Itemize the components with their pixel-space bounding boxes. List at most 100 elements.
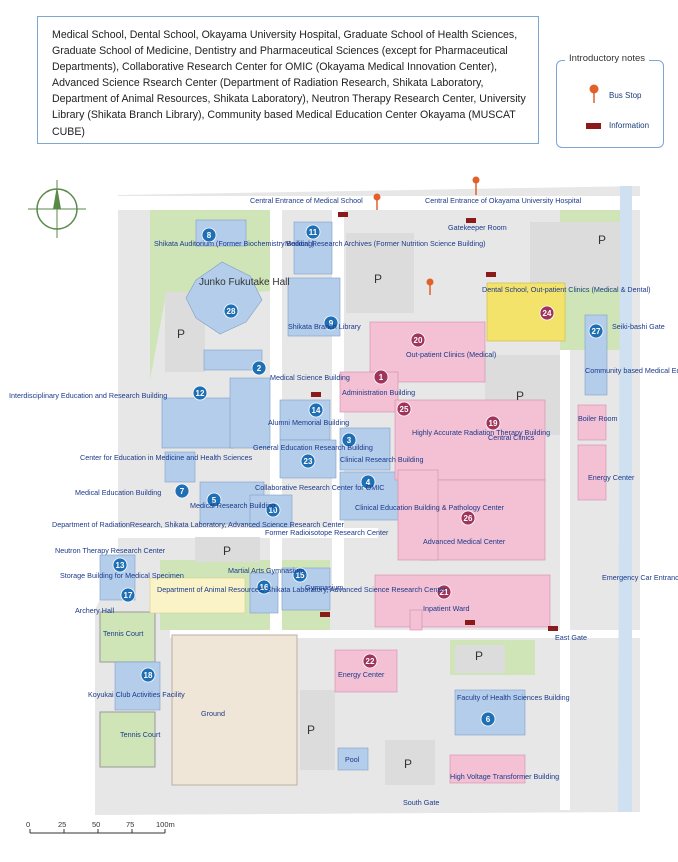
- scale-bar: 0 25 50 75 100m: [26, 820, 175, 834]
- building-12: [161, 397, 235, 449]
- marker-number: 10: [269, 506, 278, 515]
- label-medical-research: Medical Research Building: [190, 501, 275, 510]
- label-alumni: Alumni Memorial Building: [268, 418, 349, 427]
- legend-title: Introductory notes: [565, 53, 650, 64]
- scale-tick: 0: [26, 820, 30, 829]
- marker-13: 13: [112, 557, 128, 573]
- marker-2: 2: [251, 360, 267, 376]
- marker-10: 10: [265, 502, 281, 518]
- label-health-sciences: Faculty of Health Sciences Building: [457, 693, 570, 702]
- tennis-court: [99, 611, 156, 663]
- label-medical-science: Medical Science Building: [270, 373, 350, 382]
- scale-tick: 100m: [156, 820, 175, 829]
- building-18: [114, 661, 161, 711]
- information-icon: [311, 392, 321, 397]
- marker-12: 12: [192, 385, 208, 401]
- marker-23: 23: [300, 453, 316, 469]
- building-16: [249, 572, 279, 614]
- label-ground: Ground: [201, 709, 225, 718]
- information-icon: [486, 272, 496, 277]
- label-medical-education: Medical Education Building: [75, 488, 161, 497]
- marker-number: 12: [196, 389, 205, 398]
- parking-label: P: [374, 272, 382, 286]
- label-east-gate: East Gate: [555, 633, 587, 642]
- parking-lot: [346, 233, 414, 313]
- legend-information: Information: [609, 121, 650, 130]
- marker-number: 26: [464, 514, 473, 523]
- marker-number: 1: [379, 373, 384, 382]
- marker-4: 4: [360, 474, 376, 490]
- marker-number: 3: [347, 436, 352, 445]
- marker-number: 15: [296, 571, 305, 580]
- marker-16: 16: [256, 579, 272, 595]
- parking-label: P: [177, 327, 185, 341]
- label-gymnasium: Gymnasium: [305, 583, 343, 592]
- label-pool: Pool: [345, 755, 360, 764]
- building-26: [419, 479, 546, 561]
- marker-number: 22: [366, 657, 375, 666]
- marker-number: 4: [366, 478, 371, 487]
- marker-25: 25: [396, 401, 412, 417]
- parking-lot: [455, 645, 505, 673]
- marker-number: 14: [312, 406, 321, 415]
- marker-number: 11: [309, 228, 318, 237]
- bus-stop-icon: [589, 84, 599, 103]
- marker-15: 15: [292, 567, 308, 583]
- marker-28: 28: [223, 303, 239, 319]
- marker-number: 19: [489, 419, 498, 428]
- label-muscat: Community based Medical Education Center…: [585, 366, 678, 375]
- label-clinical-research: Clinical Research Building: [340, 455, 424, 464]
- label-boiler-room: Boiler Room: [578, 414, 618, 423]
- information-icon: [320, 612, 330, 617]
- marker-20: 20: [410, 332, 426, 348]
- marker-number: 17: [124, 591, 133, 600]
- label-shikata-auditorium: Shikata Auditorium (Former Biochemistry …: [154, 239, 315, 248]
- marker-8: 8: [201, 227, 217, 243]
- label-high-voltage: High Voltage Transformer Building: [450, 772, 559, 781]
- marker-9: 9: [323, 315, 339, 331]
- label-former-radioisotope: Former Radioisotope Research Center: [265, 528, 389, 537]
- scale-tick: 75: [126, 820, 134, 829]
- marker-number: 20: [414, 336, 423, 345]
- label-advanced-medical: Advanced Medical Center: [423, 537, 506, 546]
- marker-number: 6: [486, 715, 491, 724]
- label-clinical-education: Clinical Education Building & Pathology …: [355, 503, 505, 512]
- label-inpatient: Inpatient Ward: [423, 604, 469, 613]
- label-seiki-gate: Seiki-bashi Gate: [612, 322, 665, 331]
- tennis-court: [99, 711, 156, 768]
- marker-22: 22: [362, 653, 378, 669]
- label-junko-hall: Junko Fukutake Hall: [199, 277, 290, 288]
- label-dental: Dental School, Out-patient Clinics (Medi…: [482, 285, 651, 294]
- annex: [409, 609, 423, 631]
- scale-tick: 50: [92, 820, 100, 829]
- marker-number: 27: [592, 327, 601, 336]
- label-outpatient: Out-patient Clinics (Medical): [406, 350, 496, 359]
- label-center-edu: Center for Education in Medicine and Hea…: [80, 453, 253, 462]
- label-administration: Administration Building: [342, 388, 415, 397]
- parking-lot: [195, 537, 260, 562]
- label-omic: Collaborative Research Center for OMIC: [255, 483, 384, 492]
- label-martial-arts: Martial Arts Gymnasium: [228, 566, 304, 575]
- marker-number: 23: [304, 457, 313, 466]
- parking-label: P: [516, 389, 524, 403]
- label-dept-animal: Department of Animal Resources, Shikata …: [157, 585, 446, 594]
- road: [118, 528, 378, 538]
- marker-number: 18: [144, 671, 153, 680]
- information-icon: [586, 123, 601, 129]
- marker-26: 26: [460, 510, 476, 526]
- marker-number: 7: [180, 487, 185, 496]
- building-animal-resources: [149, 577, 246, 614]
- building-19: [394, 399, 546, 481]
- parking-label: P: [404, 757, 412, 771]
- label-koyukai: Koyukai Club Activities Facility: [88, 690, 185, 699]
- information-icon: [465, 620, 475, 625]
- label-south-gate: South Gate: [403, 798, 439, 807]
- building-1: [339, 371, 399, 413]
- label-radiation-therapy: Highly Accurate Radiation Therapy Buildi…: [412, 428, 550, 437]
- building-26b: [397, 469, 439, 561]
- marker-number: 13: [116, 561, 125, 570]
- marker-27: 27: [588, 323, 604, 339]
- marker-7: 7: [174, 483, 190, 499]
- parking-label: P: [598, 233, 606, 247]
- marker-number: 16: [260, 583, 269, 592]
